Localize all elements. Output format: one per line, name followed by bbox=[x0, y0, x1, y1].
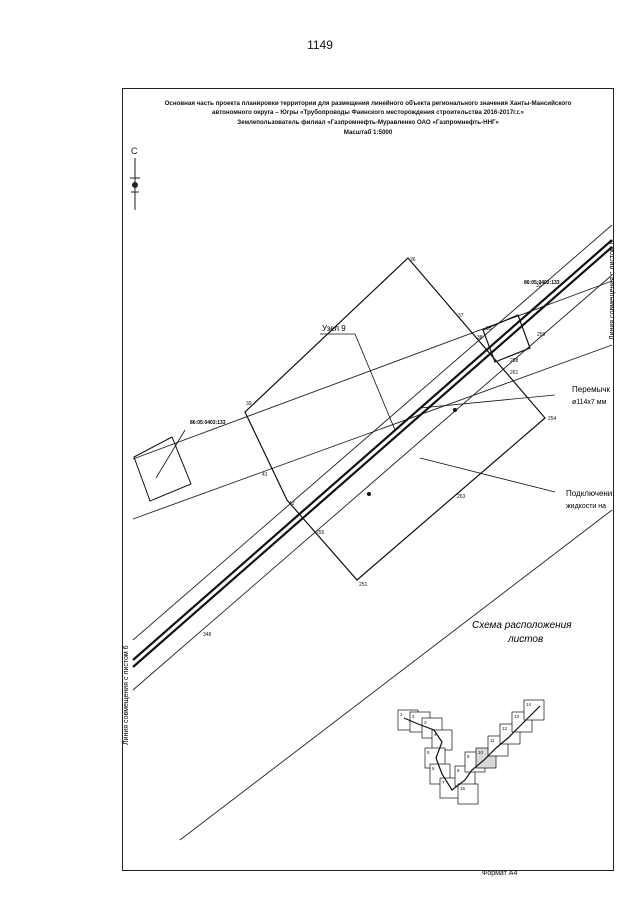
header-scale: Масштаб 1:5000 bbox=[343, 129, 393, 136]
parcel-label: 86:05:0403:133 bbox=[190, 420, 226, 426]
svg-text:9: 9 bbox=[467, 754, 470, 759]
callout-leaders bbox=[419, 394, 556, 493]
point-label: 251 bbox=[359, 582, 368, 588]
side-label-right: Линия совмещения с листом 8 bbox=[609, 240, 616, 340]
header-line-2: автономного округа – Югры «Трубопроводы … bbox=[212, 109, 524, 116]
pipeline bbox=[132, 239, 613, 668]
side-label-left: Линия совмещения с листом 6 bbox=[123, 645, 130, 745]
point-label: 39 bbox=[246, 401, 252, 407]
callout-1-line-2: ø114х7 мм bbox=[572, 399, 607, 406]
point-label: 255 bbox=[316, 530, 325, 536]
svg-text:2: 2 bbox=[412, 714, 415, 719]
page-number: 1149 bbox=[307, 38, 333, 52]
point-label: 261 bbox=[510, 370, 519, 376]
parcel-label: 86:05:0402:133 bbox=[524, 280, 560, 286]
svg-text:6: 6 bbox=[432, 766, 435, 771]
mini-sheet-numbers: 1 2 3 4 5 6 7 8 9 10 11 12 13 14 15 bbox=[400, 702, 532, 791]
point-label: 35 bbox=[486, 326, 492, 332]
parcel-square bbox=[133, 436, 192, 502]
svg-text:13: 13 bbox=[514, 714, 520, 719]
drawing-frame bbox=[122, 88, 614, 871]
corridor-lines bbox=[132, 224, 613, 841]
svg-text:11: 11 bbox=[490, 738, 495, 743]
scheme-title-line-1: Схема расположения bbox=[472, 620, 572, 631]
svg-text:12: 12 bbox=[502, 726, 508, 731]
header-line-3: Землепользователь филиал «Газпромнефть-М… bbox=[237, 119, 499, 126]
point-label: 42 bbox=[289, 501, 295, 507]
point-label: 36 bbox=[410, 257, 416, 263]
north-label: С bbox=[131, 146, 138, 156]
format-label: Формат А4 bbox=[482, 870, 518, 877]
point-label: 348 bbox=[203, 632, 212, 638]
sheet-layout-scheme bbox=[397, 699, 545, 805]
point-marker bbox=[453, 408, 457, 412]
callout-1-line-1: Перемычк bbox=[572, 385, 611, 394]
svg-text:5: 5 bbox=[427, 750, 430, 755]
point-label: 263 bbox=[457, 494, 466, 500]
point-label: 41 bbox=[262, 472, 268, 478]
svg-text:14: 14 bbox=[526, 702, 532, 707]
point-label: 37 bbox=[458, 313, 464, 319]
callout-2-line-1: Подключени bbox=[566, 489, 612, 498]
svg-text:15: 15 bbox=[460, 786, 466, 791]
point-label: 38 bbox=[477, 335, 483, 341]
svg-text:3: 3 bbox=[424, 720, 427, 725]
point-label: 254 bbox=[548, 416, 557, 422]
point-label: 33 bbox=[536, 283, 542, 289]
planning-boundary bbox=[244, 257, 546, 581]
header-line-1: Основная часть проекта планировки террит… bbox=[164, 100, 572, 107]
point-label: 259 bbox=[537, 332, 546, 338]
scheme-title-line-2: листов bbox=[507, 634, 543, 645]
point-label: 258 bbox=[510, 358, 519, 364]
callout-2-line-2: жидкости на bbox=[566, 503, 606, 510]
svg-text:10: 10 bbox=[478, 750, 484, 755]
point-marker bbox=[367, 492, 371, 496]
north-arrow-icon bbox=[130, 158, 140, 210]
svg-text:4: 4 bbox=[434, 732, 437, 737]
node-area bbox=[482, 314, 531, 363]
svg-text:1: 1 bbox=[400, 712, 403, 717]
svg-text:8: 8 bbox=[457, 768, 460, 773]
node-leader bbox=[320, 333, 396, 431]
node-label: Узел 9 bbox=[322, 324, 346, 333]
svg-text:7: 7 bbox=[442, 780, 445, 785]
sheet-layout-route bbox=[403, 705, 541, 791]
